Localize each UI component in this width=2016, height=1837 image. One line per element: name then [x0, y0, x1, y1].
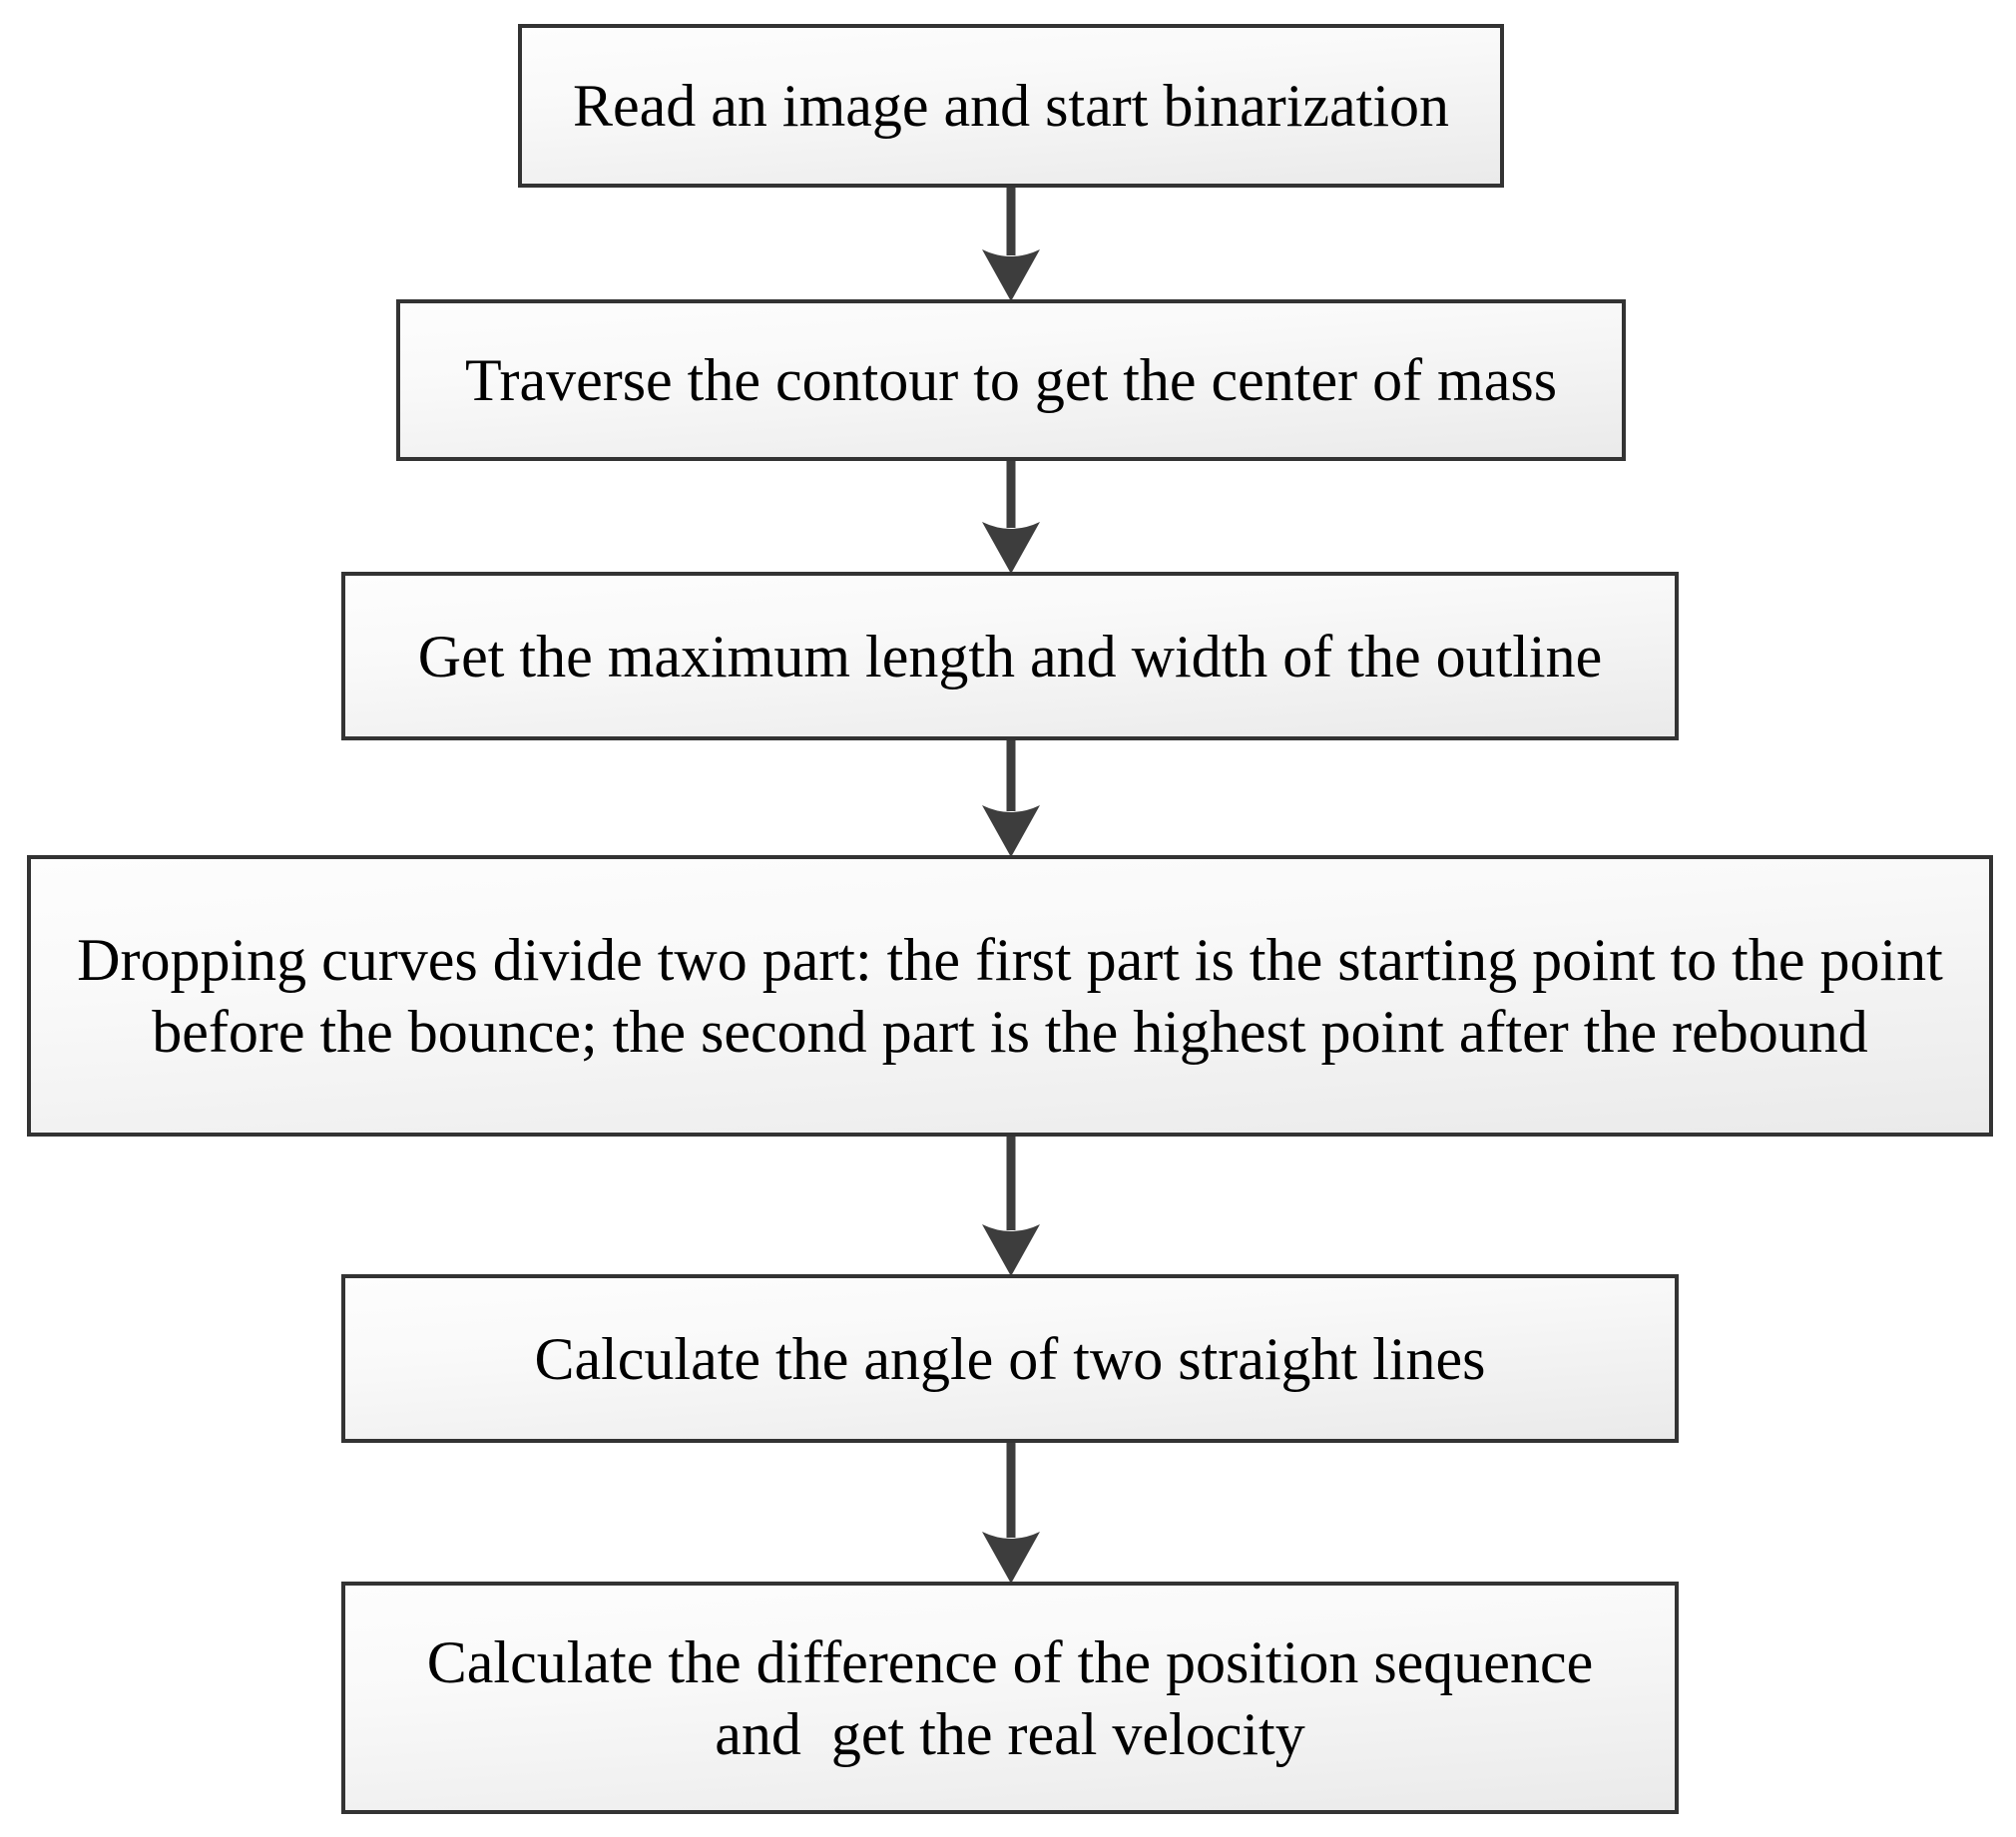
flow-step-label: Dropping curves divide two part: the fir…: [77, 927, 1943, 1065]
flow-step-label: Calculate the angle of two straight line…: [534, 1325, 1486, 1392]
flow-step-label: Calculate the difference of the position…: [426, 1628, 1594, 1767]
flow-arrow-3-4: [982, 738, 1040, 857]
flow-arrow-2-3: [982, 459, 1040, 574]
flow-step-calculate-angle: Calculate the angle of two straight line…: [341, 1274, 1687, 1453]
flow-step-dropping-curves: Dropping curves divide two part: the fir…: [27, 855, 2001, 1147]
flow-arrow-1-2: [982, 186, 1040, 301]
flow-step-max-length-width: Get the maximum length and width of the …: [341, 572, 1687, 750]
flow-step-position-difference-velocity: Calculate the difference of the position…: [341, 1582, 1687, 1824]
flow-arrow-5-6: [982, 1441, 1040, 1584]
flow-step-label: Get the maximum length and width of the …: [417, 623, 1603, 689]
flow-step-read-binarization: Read an image and start binarization: [518, 24, 1512, 198]
flow-arrow-4-5: [982, 1135, 1040, 1276]
flow-step-traverse-contour: Traverse the contour to get the center o…: [396, 299, 1634, 471]
flow-step-label: Traverse the contour to get the center o…: [464, 347, 1558, 413]
flow-step-label: Read an image and start binarization: [573, 73, 1449, 139]
